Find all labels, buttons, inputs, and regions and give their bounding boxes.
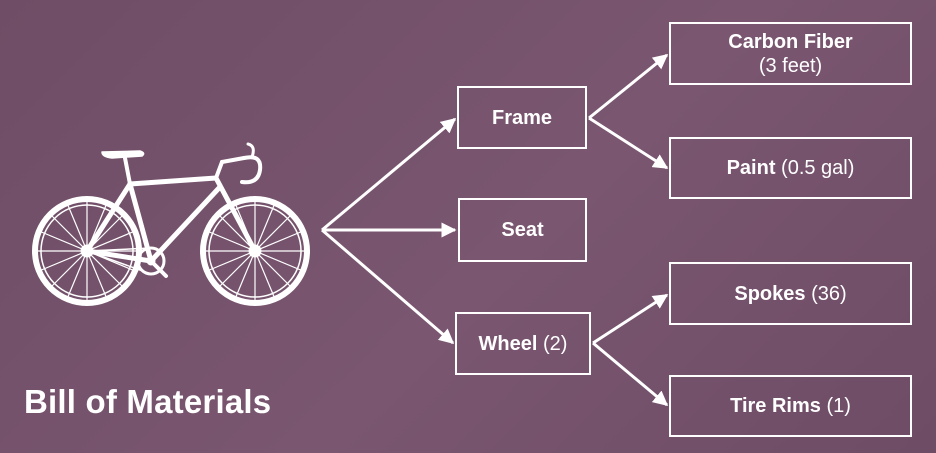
page-title: Bill of Materials <box>24 383 272 420</box>
node-carbon-fiber: Carbon Fiber (3 feet) <box>669 22 912 85</box>
node-spokes: Spokes (36) <box>669 262 912 325</box>
arrow-frame-carbon <box>588 53 669 120</box>
arrow-wheel-rims <box>592 341 669 407</box>
node-wheel-label: Wheel <box>478 332 538 355</box>
node-paint-qty: (0.5 gal) <box>775 157 855 179</box>
arrow-wheel-spokes <box>592 293 669 345</box>
node-carbon-fiber-qty: (3 feet) <box>758 54 823 77</box>
node-seat: Seat <box>458 198 587 262</box>
node-tire-rims-qty: (1) <box>820 395 851 417</box>
node-wheel: Wheel (2) <box>455 312 591 375</box>
arrow-bicycle-wheel <box>321 228 455 345</box>
bicycle-icon <box>32 142 310 306</box>
arrow-frame-paint <box>588 116 669 170</box>
node-spokes-label: Spokes <box>734 282 806 305</box>
node-tire-rims-label: Tire Rims <box>730 395 821 417</box>
node-frame-label: Frame <box>491 106 553 129</box>
node-paint: Paint (0.5 gal) <box>669 137 912 199</box>
node-carbon-fiber-label: Carbon Fiber <box>728 30 853 53</box>
node-paint-label: Paint <box>726 157 776 179</box>
node-wheel-qty: (2) <box>537 332 568 355</box>
node-frame: Frame <box>457 86 587 149</box>
node-seat-label: Seat <box>501 219 544 241</box>
node-tire-rims: Tire Rims (1) <box>669 375 912 437</box>
arrow-bicycle-frame <box>321 117 457 232</box>
node-spokes-qty: (36) <box>805 282 847 305</box>
